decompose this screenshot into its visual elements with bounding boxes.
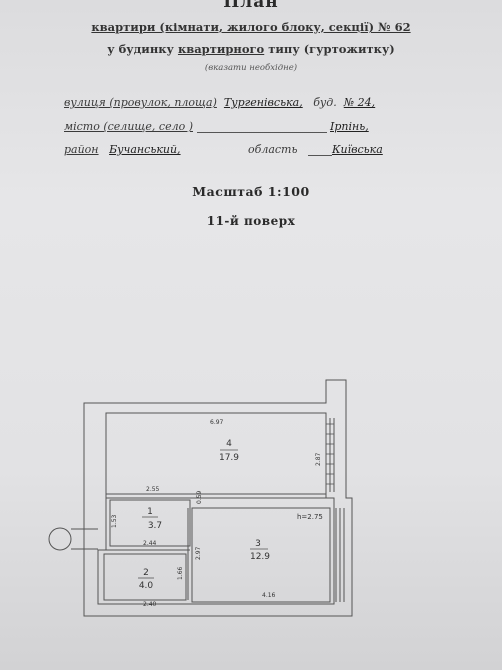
scale-label: Масштаб 1:100 — [192, 184, 310, 199]
room4-height-dim: 2.87 — [315, 452, 322, 466]
plan-title: План — [223, 0, 279, 12]
heading-underlined-type: квартирного — [177, 42, 265, 56]
room1-number: 1 — [147, 507, 153, 517]
city-value: Ірпінь, — [330, 120, 369, 133]
heading-prefix: у будинку — [107, 42, 174, 56]
room1-outline — [109, 499, 191, 547]
room1-area: 3.7 — [148, 521, 162, 531]
room2-width-dim: 2.40 — [143, 601, 157, 608]
district-label: район — [64, 143, 99, 156]
region-label: область — [248, 143, 298, 156]
heading-line-2: у будинку квартирного типу (гуртожитку) — [0, 42, 502, 56]
room3-area: 12.9 — [250, 552, 270, 562]
street-label: вулиця (провулок, площа) — [64, 96, 217, 109]
floor-label: 11-й поверх — [206, 214, 296, 228]
city-blank-line — [196, 132, 327, 133]
room3-number: 3 — [255, 539, 261, 549]
room1-width-dim: 2.55 — [146, 486, 160, 493]
outer-contour — [83, 379, 353, 617]
building-label: буд. — [313, 96, 337, 109]
address-region-line: область Київська — [248, 143, 383, 156]
building-value: № 24, — [343, 96, 376, 109]
address-street-line: вулиця (провулок, площа) Тургенівська, б… — [64, 96, 375, 109]
address-district-line: район Бучанський, — [64, 143, 181, 156]
room3-outline — [191, 507, 331, 603]
city-label: місто (селище, село ) — [64, 120, 193, 133]
heading-suffix: типу (гуртожитку) — [268, 42, 395, 56]
street-value: Тургенівська, — [223, 96, 303, 109]
region-blank-line — [307, 155, 332, 156]
heading-hint: (вказати необхідне) — [204, 63, 298, 73]
room3-width-dim: 4.16 — [262, 592, 276, 599]
room2-number: 2 — [143, 568, 149, 578]
room2-area: 4.0 — [139, 581, 154, 591]
room1-inner-width-dim: 2.44 — [143, 540, 157, 547]
address-city-line: місто (селище, село ) Ірпінь, — [64, 120, 369, 133]
ceiling-height: h=2.75 — [297, 513, 323, 521]
room1-height-dim: 1.53 — [111, 514, 118, 528]
region-value: Київська — [331, 143, 383, 156]
room4-number: 4 — [226, 439, 232, 449]
room2-height-dim: 1.66 — [177, 566, 184, 580]
heading-apartment-text: квартири (кімнати, жилого блоку, секції)… — [91, 20, 411, 34]
district-value: Бучанський, — [109, 143, 181, 156]
entrance-circle — [48, 527, 72, 551]
room4-width-dim: 6.97 — [210, 419, 224, 426]
heading-line-1: квартири (кімнати, жилого блоку, секції)… — [0, 20, 502, 34]
room4-area: 17.9 — [219, 453, 239, 463]
room1-right-dim: 0.59 — [196, 490, 203, 504]
room3-left-dim: 2.97 — [195, 546, 202, 560]
room2-outline — [103, 553, 187, 601]
